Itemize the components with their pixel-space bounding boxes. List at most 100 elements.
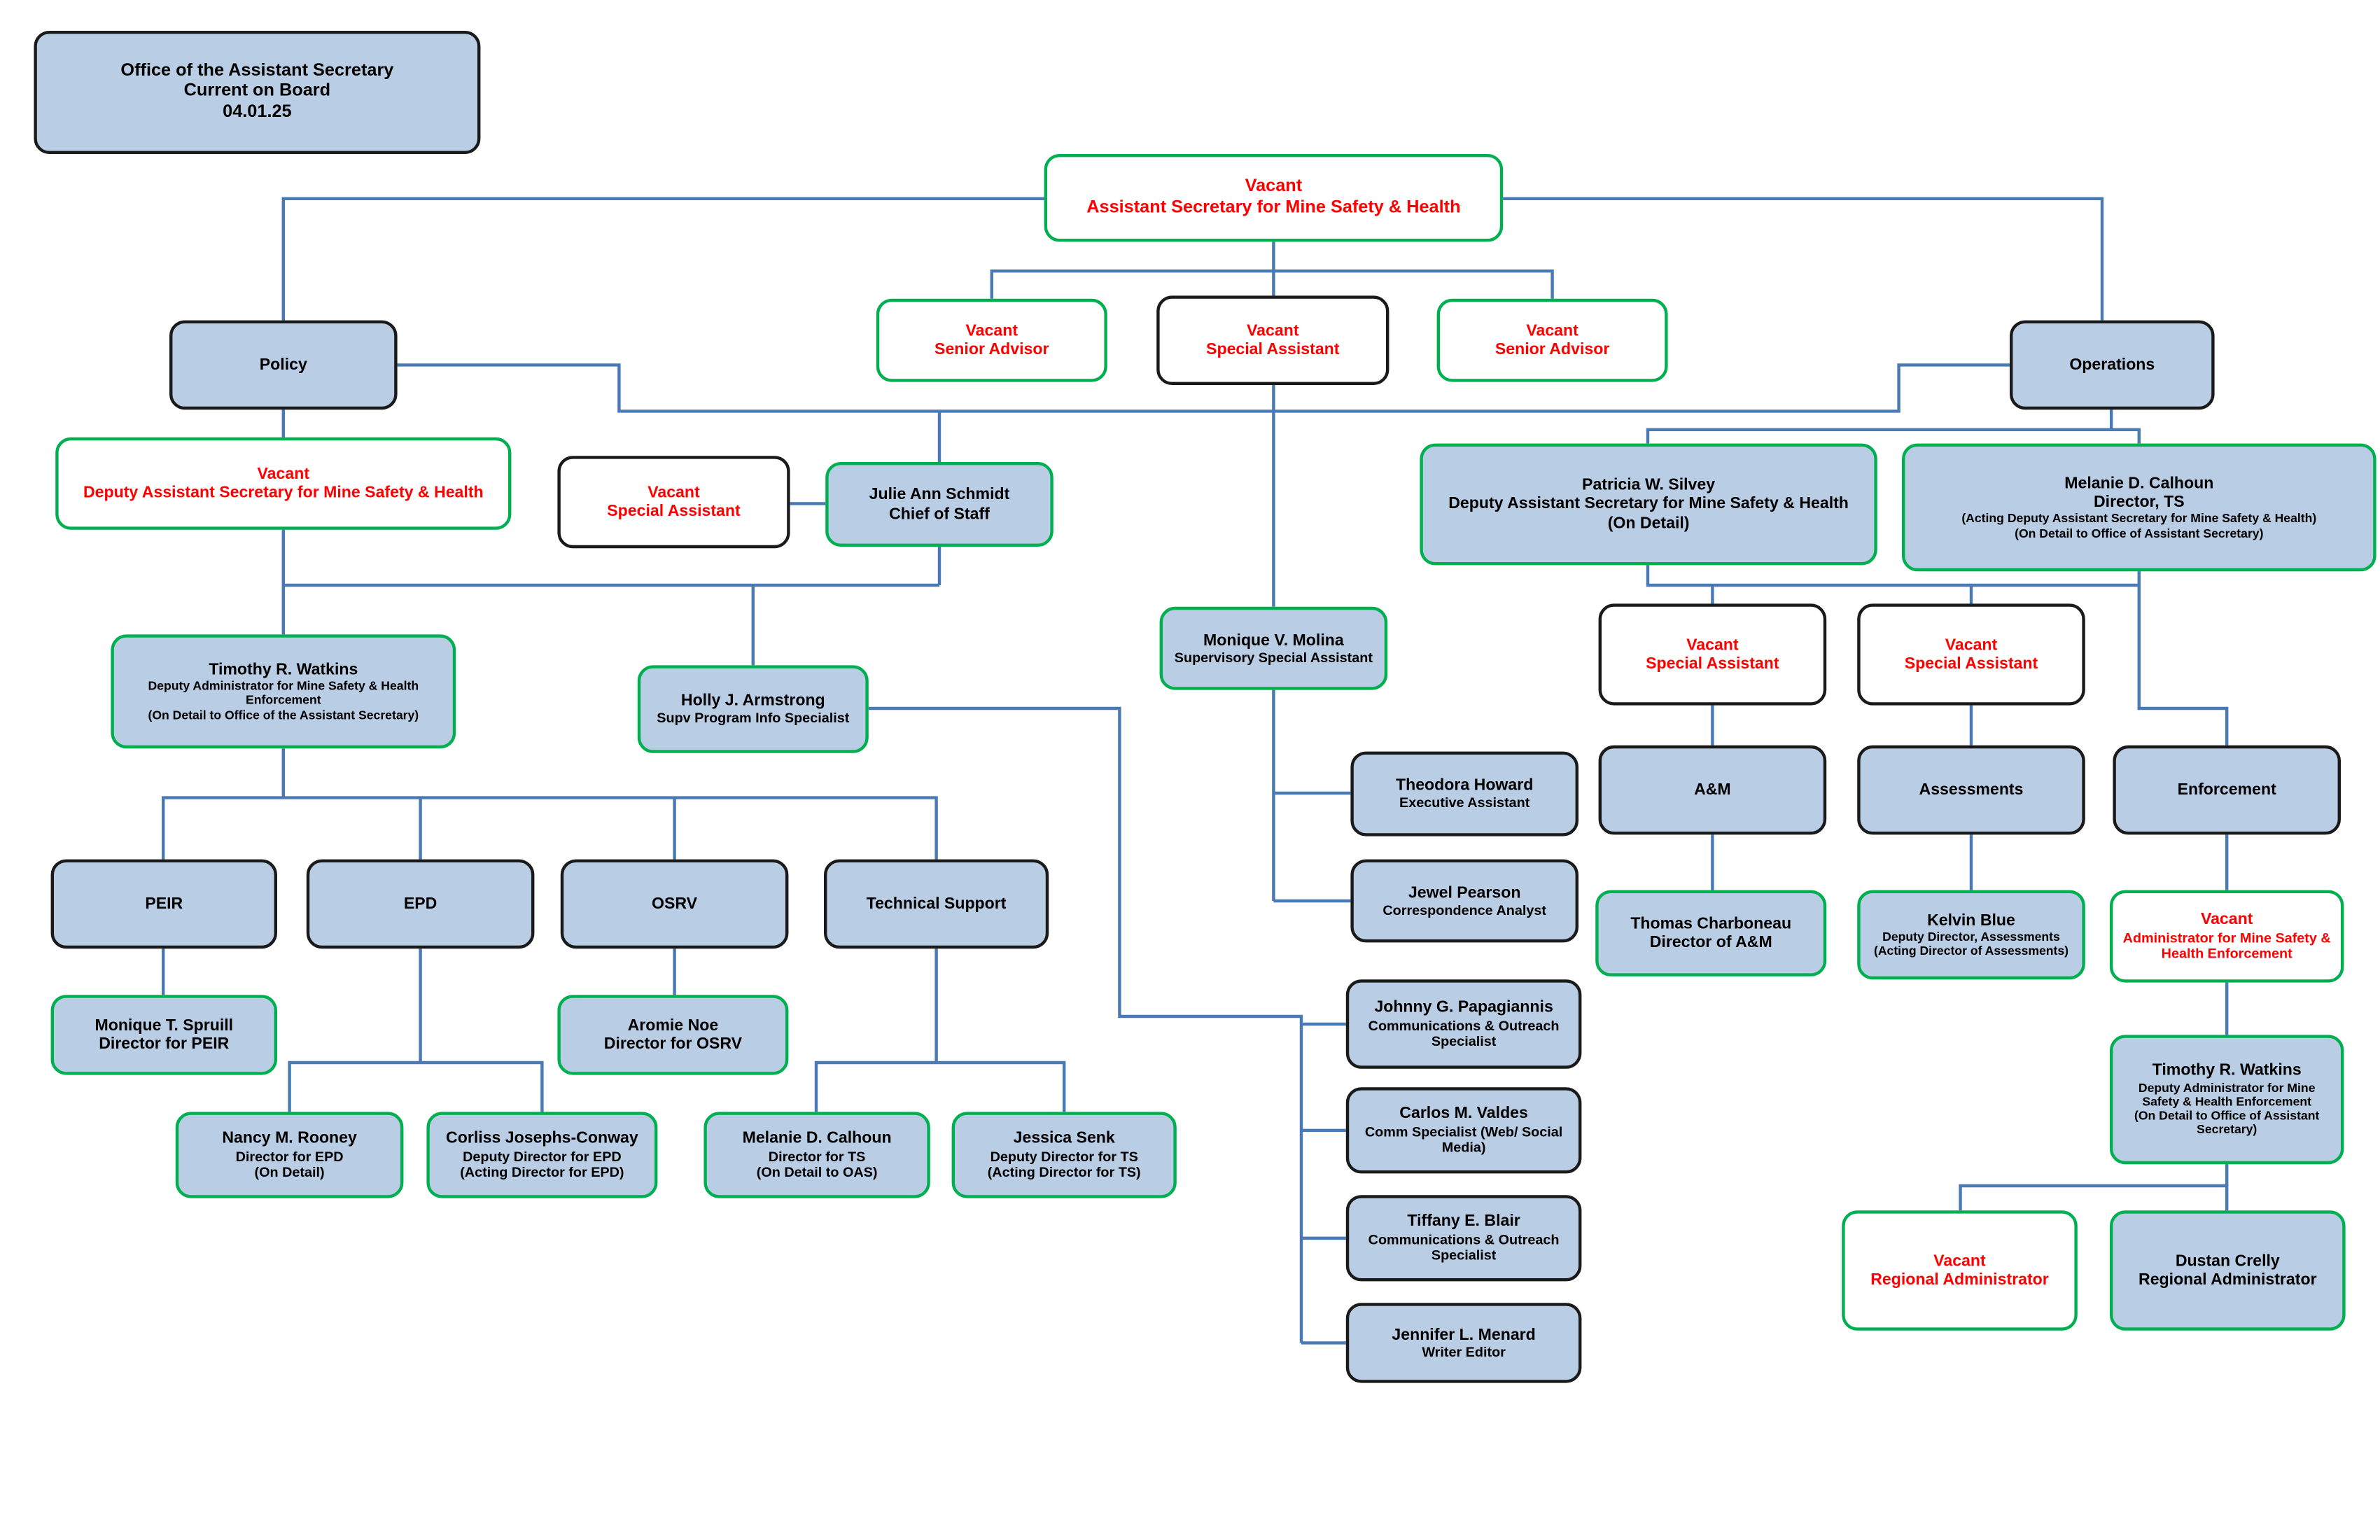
header-line-1: Current on Board <box>183 82 331 101</box>
org-node-enforcement: Enforcement <box>2113 745 2341 835</box>
tech-support-line-0: Technical Support <box>866 894 1007 913</box>
josephs-conway-line-1: Deputy Director for EPD <box>463 1148 622 1164</box>
senk-line-0: Jessica Senk <box>1013 1129 1115 1149</box>
special-assistant-3-line-0: Vacant <box>1686 636 1739 654</box>
header-line-2: 04.01.25 <box>223 102 292 122</box>
blue-line-1: Deputy Director, Assessments <box>1882 930 2060 944</box>
crelly-line-0: Dustan Crelly <box>2175 1252 2280 1270</box>
spruill-line-1: Director for PEIR <box>99 1035 230 1054</box>
schmidt-line-0: Julie Ann Schmidt <box>869 485 1010 505</box>
papagiannis-line-1: Communications & Outreach Specialist <box>1368 1017 1560 1049</box>
senior-advisor-1-line-1: Senior Advisor <box>934 340 1049 359</box>
senior-advisor-1-line-0: Vacant <box>965 321 1018 340</box>
menard-line-1: Writer Editor <box>1422 1344 1506 1360</box>
special-assistant-4-line-0: Vacant <box>1945 636 1998 654</box>
watkins-enf-line-2: (On Detail to Office of Assistant Secret… <box>2134 1109 2320 1138</box>
connector-line <box>1959 1184 2229 1211</box>
watkins-oas-line-2: (On Detail to Office of the Assistant Se… <box>148 708 419 722</box>
regional-vacant-line-1: Regional Administrator <box>1870 1270 2049 1289</box>
silvey-line-0: Patricia W. Silvey <box>1582 476 1716 495</box>
enforcement-line-0: Enforcement <box>2177 780 2276 799</box>
peir-line-0: PEIR <box>145 894 183 913</box>
calhoun-ts2-line-0: Melanie D. Calhoun <box>742 1129 892 1149</box>
pearson-line-1: Correspondence Analyst <box>1382 902 1547 918</box>
connector-line <box>281 197 1044 321</box>
howard-line-0: Theodora Howard <box>1395 776 1534 795</box>
senk-line-1: Deputy Director for TS <box>990 1148 1138 1164</box>
special-assistant-2-line-1: Special Assistant <box>607 502 741 521</box>
regional-vacant-line-0: Vacant <box>1933 1252 1986 1270</box>
connector-line <box>397 363 2010 413</box>
special-assistant-top-line-1: Special Assistant <box>1206 340 1340 359</box>
valdes-line-1: Comm Specialist (Web/ Social Media) <box>1364 1124 1563 1156</box>
calhoun-ts-line-3: (On Detail to Office of Assistant Secret… <box>2015 526 2264 540</box>
connector-line <box>288 1060 544 1112</box>
molina-line-0: Monique V. Molina <box>1203 631 1344 650</box>
am-line-0: A&M <box>1694 780 1731 799</box>
dep-asst-sec-vacant-line-1: Deputy Assistant Secretary for Mine Safe… <box>83 483 484 503</box>
senk-line-2: (Acting Director for TS) <box>987 1164 1141 1180</box>
watkins-oas-line-1: Deputy Administrator for Mine Safety & H… <box>148 679 419 708</box>
org-node-am: A&M <box>1598 745 1827 835</box>
connector-line <box>161 796 938 860</box>
watkins-enf-line-1: Deputy Administrator for Mine Safety & H… <box>2138 1080 2316 1109</box>
crelly-line-1: Regional Administrator <box>2138 1270 2317 1289</box>
operations-line-0: Operations <box>2069 355 2155 374</box>
senior-advisor-2-line-1: Senior Advisor <box>1494 340 1610 359</box>
watkins-oas-line-0: Timothy R. Watkins <box>209 660 358 680</box>
asst-sec-line-1: Assistant Secretary for Mine Safety & He… <box>1086 197 1461 217</box>
osrv-line-0: OSRV <box>652 894 698 913</box>
org-node-assessments: Assessments <box>1857 745 2085 835</box>
silvey-line-2: (On Detail) <box>1607 513 1690 533</box>
org-node-tech-support: Technical Support <box>824 859 1049 949</box>
header-line-0: Office of the Assistant Secretary <box>120 62 394 80</box>
org-node-epd: EPD <box>306 859 535 949</box>
blair-line-1: Communications & Outreach Specialist <box>1368 1231 1560 1264</box>
blair-line-0: Tiffany E. Blair <box>1407 1212 1520 1231</box>
charboneau-line-0: Thomas Charboneau <box>1630 914 1792 933</box>
dep-asst-sec-vacant-line-0: Vacant <box>257 465 310 484</box>
connector-line <box>1646 565 2139 587</box>
connector-line <box>2137 571 2229 746</box>
special-assistant-top-line-0: Vacant <box>1247 321 1299 340</box>
noe-line-1: Director for OSRV <box>603 1035 743 1054</box>
asst-sec-line-0: Vacant <box>1245 177 1303 196</box>
spruill-line-0: Monique T. Spruill <box>94 1016 234 1035</box>
calhoun-ts-line-0: Melanie D. Calhoun <box>2064 474 2214 493</box>
calhoun-ts2-line-1: Director for TS <box>768 1148 866 1164</box>
enf-admin-vacant-line-0: Vacant <box>2200 911 2253 930</box>
menard-line-0: Jennifer L. Menard <box>1392 1325 1536 1344</box>
charboneau-line-1: Director of A&M <box>1649 933 1772 952</box>
connector-line <box>1503 197 2104 321</box>
noe-line-0: Aromie Noe <box>627 1016 719 1035</box>
valdes-line-0: Carlos M. Valdes <box>1399 1105 1528 1124</box>
silvey-line-1: Deputy Assistant Secretary for Mine Safe… <box>1448 495 1849 514</box>
policy-line-0: Policy <box>259 355 307 374</box>
calhoun-ts2-line-2: (On Detail to OAS) <box>756 1164 878 1180</box>
rooney-line-2: (On Detail) <box>254 1164 325 1180</box>
